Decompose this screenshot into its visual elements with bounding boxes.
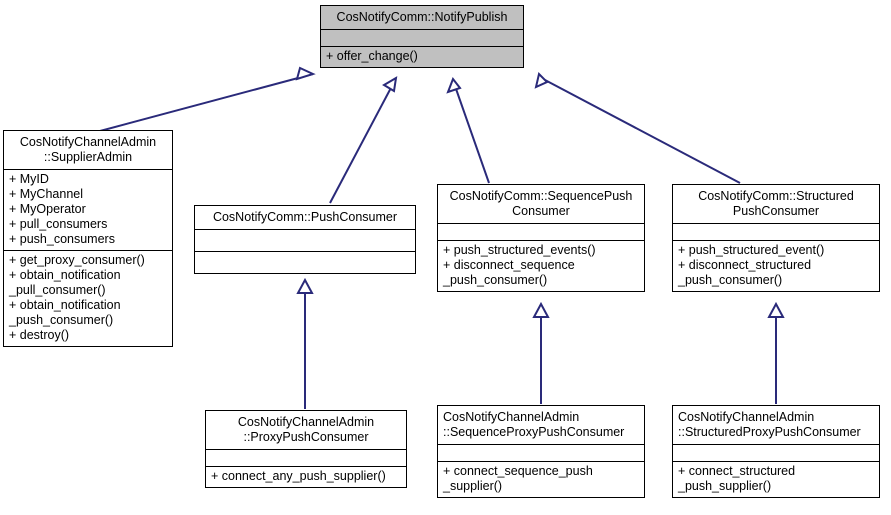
- class-attributes-structured-push-consumer: [673, 223, 879, 240]
- class-box-structured-proxy-push-consumer[interactable]: CosNotifyChannelAdmin ::StructuredProxyP…: [672, 405, 880, 498]
- class-name-push-consumer: CosNotifyComm::PushConsumer: [212, 210, 398, 224]
- class-operations-structured-push-consumer: + push_structured_event() + disconnect_s…: [673, 240, 879, 291]
- edge-supplieradmin-to-notifypublish: [99, 66, 316, 132]
- class-box-push-consumer[interactable]: CosNotifyComm::PushConsumer: [194, 205, 416, 274]
- class-operations-push-consumer: [195, 251, 415, 273]
- class-box-structured-push-consumer[interactable]: CosNotifyComm::Structured PushConsumer +…: [672, 184, 880, 292]
- edge-sequenceproxy-to-sequencepushconsumer: [532, 301, 550, 404]
- class-name-sequence-push-consumer: CosNotifyComm::SequencePush Consumer: [449, 189, 633, 218]
- class-name-structured-proxy-push-consumer: CosNotifyChannelAdmin ::StructuredProxyP…: [678, 410, 861, 439]
- class-box-proxy-push-consumer[interactable]: CosNotifyChannelAdmin ::ProxyPushConsume…: [205, 410, 407, 488]
- class-attributes-supplier-admin: + MyID + MyChannel + MyOperator + pull_c…: [4, 169, 172, 250]
- class-attributes-structured-proxy-push-consumer: [673, 444, 879, 461]
- edge-sequencepushconsumer-to-notifypublish: [446, 76, 490, 184]
- class-name-structured-push-consumer: CosNotifyComm::Structured PushConsumer: [698, 189, 854, 218]
- edge-pushconsumer-to-notifypublish: [329, 76, 398, 204]
- class-operations-structured-proxy-push-consumer: + connect_structured _push_supplier(): [673, 461, 879, 497]
- class-attributes-sequence-proxy-push-consumer: [438, 444, 644, 461]
- class-operations-supplier-admin: + get_proxy_consumer() + obtain_notifica…: [4, 250, 172, 346]
- class-name-proxy-push-consumer: CosNotifyChannelAdmin ::ProxyPushConsume…: [237, 415, 375, 444]
- edge-structuredproxy-to-structuredpushconsumer: [767, 301, 785, 404]
- class-operations-sequence-push-consumer: + push_structured_events() + disconnect_…: [438, 240, 644, 291]
- class-box-sequence-push-consumer[interactable]: CosNotifyComm::SequencePush Consumer + p…: [437, 184, 645, 292]
- edge-proxypushconsumer-to-pushconsumer: [296, 277, 314, 409]
- class-attributes-notify-publish: [321, 29, 523, 46]
- class-attributes-push-consumer: [195, 229, 415, 251]
- class-box-sequence-proxy-push-consumer[interactable]: CosNotifyChannelAdmin ::SequenceProxyPus…: [437, 405, 645, 498]
- class-operations-notify-publish: + offer_change(): [321, 46, 523, 67]
- class-operations-sequence-proxy-push-consumer: + connect_sequence_push _supplier(): [438, 461, 644, 497]
- class-name-notify-publish: CosNotifyComm::NotifyPublish: [336, 10, 508, 24]
- class-attributes-sequence-push-consumer: [438, 223, 644, 240]
- edge-structuredpushconsumer-to-notifypublish: [534, 72, 741, 184]
- class-operations-proxy-push-consumer: + connect_any_push_supplier(): [206, 466, 406, 487]
- class-name-sequence-proxy-push-consumer: CosNotifyChannelAdmin ::SequenceProxyPus…: [443, 410, 625, 439]
- class-box-supplier-admin[interactable]: CosNotifyChannelAdmin ::SupplierAdmin + …: [3, 130, 173, 347]
- class-attributes-proxy-push-consumer: [206, 449, 406, 466]
- class-name-supplier-admin: CosNotifyChannelAdmin ::SupplierAdmin: [19, 135, 157, 164]
- class-box-notify-publish[interactable]: CosNotifyComm::NotifyPublish + offer_cha…: [320, 5, 524, 68]
